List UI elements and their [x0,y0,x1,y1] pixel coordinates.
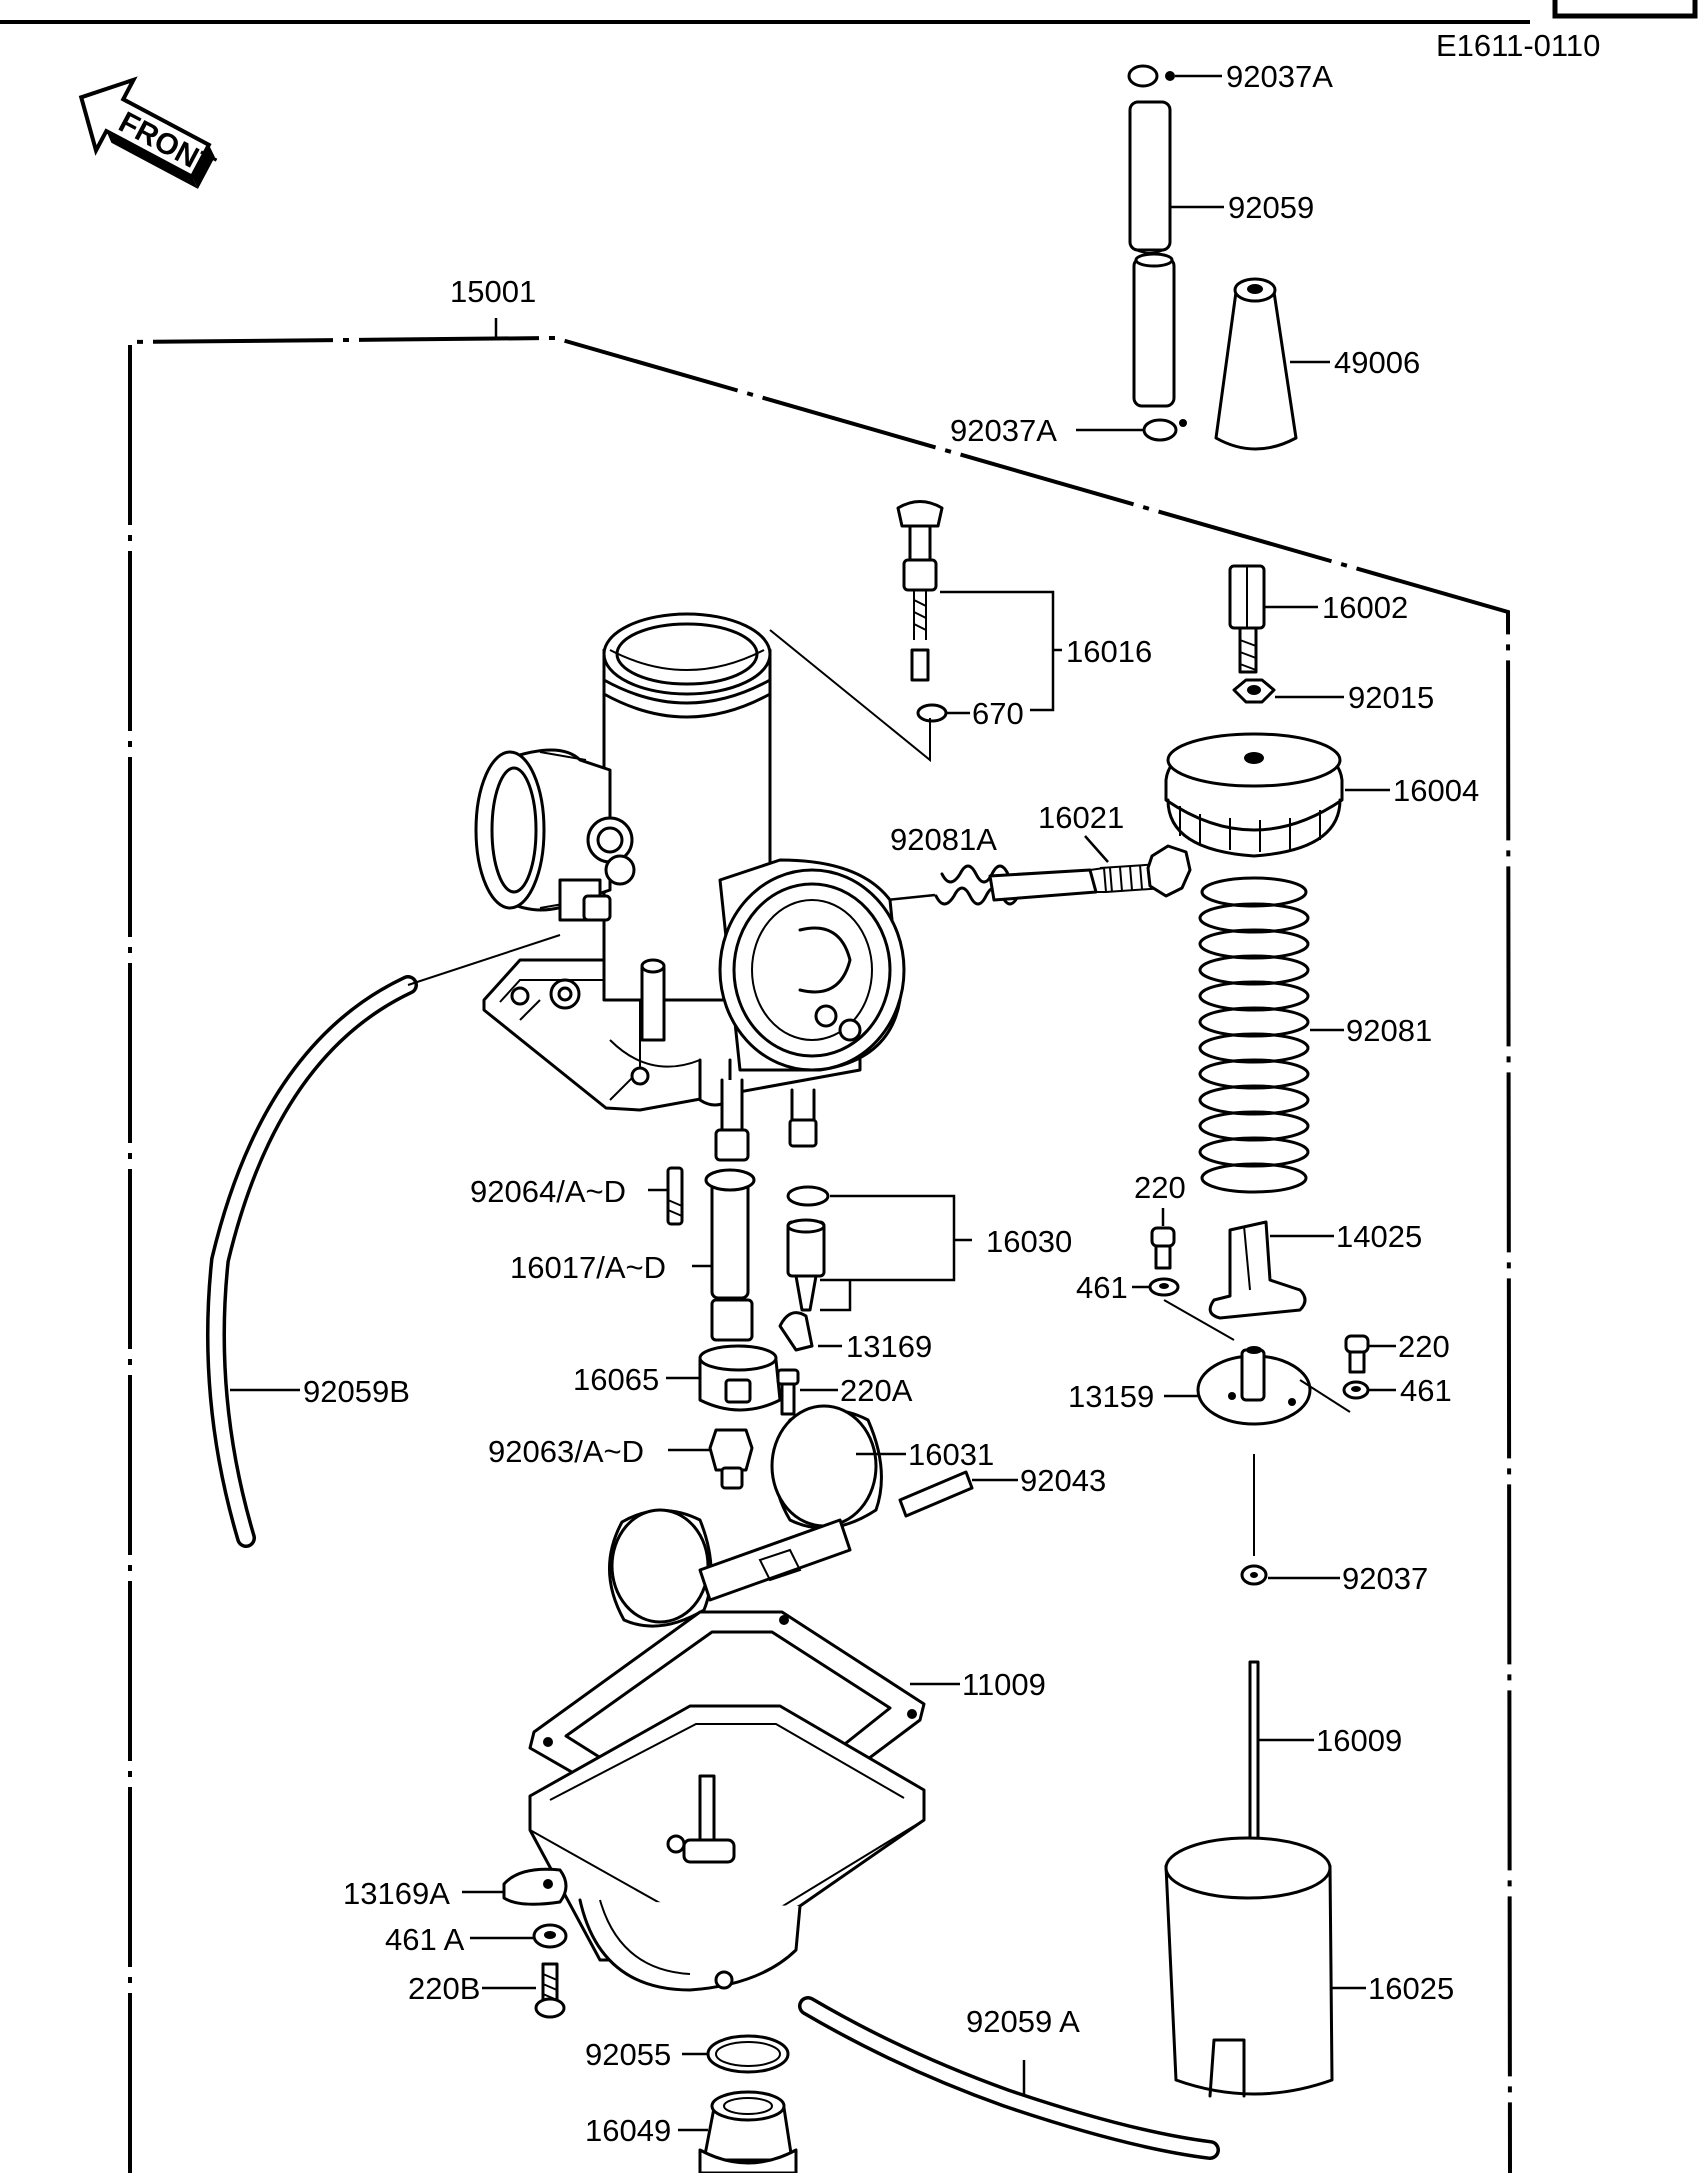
label-92043: 92043 [1020,1463,1106,1498]
label-92037A-bottom: 92037A [950,413,1057,448]
label-92037A-top: 92037A [1226,59,1333,94]
label-461A: 461 A [385,1922,465,1957]
part-92059B-hose: 92059B [206,934,561,1548]
part-220A-screw: 220A [776,1368,913,1416]
label-92081A: 92081A [890,822,997,857]
label-16065: 16065 [573,1362,659,1397]
part-16025-throttle-valve: 16025 [1164,1836,1454,2098]
part-92037-clip: 92037 [1240,1561,1428,1596]
label-92015: 92015 [1348,680,1434,715]
part-461-washer-a: 461 [1076,1270,1180,1305]
part-16031-float: 16031 [608,1404,994,1628]
part-14025-plate: 14025 [1208,1219,1422,1320]
part-92081-spring: 92081 [1198,876,1432,1194]
label-16016: 16016 [1066,634,1152,669]
part-92064-pilot-jet: 92064/A~D [470,1166,684,1226]
label-92059A: 92059 A [966,2004,1080,2039]
label-16009: 16009 [1316,1723,1402,1758]
label-220-a: 220 [1134,1170,1186,1205]
label-220-b: 220 [1398,1329,1450,1364]
label-16049: 16049 [585,2113,671,2148]
label-13169: 13169 [846,1329,932,1364]
label-16017: 16017/A~D [510,1250,666,1285]
label-14025: 14025 [1336,1219,1422,1254]
label-461-a: 461 [1076,1270,1128,1305]
part-220-screw-b: 220 [1344,1329,1450,1374]
section-tab [1552,0,1698,19]
part-16017-needle-jet: 16017/A~D [510,1168,756,1342]
part-92037A-top: 92037A [1127,59,1333,94]
label-16030: 16030 [986,1224,1072,1259]
part-92055-oring: 92055 [585,2034,790,2074]
label-92059B: 92059B [303,1374,410,1409]
label-92081: 92081 [1346,1013,1432,1048]
assembly-frame-15001: 15001 [128,274,1512,2173]
label-92055: 92055 [585,2037,671,2072]
label-13169A: 13169A [343,1876,450,1911]
part-16004-cap: 16004 [1164,732,1479,858]
label-15001: 15001 [450,274,536,309]
part-92059-lower-tube [1132,252,1176,408]
part-92059A-hose: 92059 A [798,1996,1220,2160]
label-220B: 220B [408,1971,480,2006]
part-461-washer-b: 461 [1342,1373,1452,1408]
label-11009: 11009 [962,1667,1046,1702]
part-13159-plate: 13159 [1068,1299,1351,1556]
label-16004: 16004 [1393,773,1479,808]
label-16031: 16031 [908,1437,994,1472]
part-16016-air-screw: 16016 670 [769,500,1152,763]
label-670: 670 [972,696,1024,731]
label-16025: 16025 [1368,1971,1454,2006]
ref-code: E1611-0110 [1436,28,1600,63]
front-arrow-icon: FRONT [78,76,220,189]
label-16021: 16021 [1038,800,1124,835]
label-92037: 92037 [1342,1561,1428,1596]
label-16002: 16002 [1322,590,1408,625]
part-float-bowl [528,1704,926,1992]
part-92059: 92059 [1128,100,1314,254]
label-461-b: 461 [1400,1373,1452,1408]
part-16021-stop-screw: 16021 [988,800,1192,902]
part-92037A-bottom: 92037A [950,413,1187,448]
part-13169A-clip: 13169A [343,1867,568,1911]
part-220-screw-a: 220 [1134,1170,1186,1270]
label-92059: 92059 [1228,190,1314,225]
part-13169-clip: 13169 [778,1311,932,1364]
part-461A-washer: 461 A [385,1922,568,1957]
label-220A: 220A [840,1373,913,1408]
carburetor-body [474,612,906,1162]
part-49006-boot: 49006 [1214,277,1420,451]
part-16002-adjuster: 16002 [1228,564,1408,674]
label-92063: 92063/A~D [488,1434,644,1469]
part-16065-holder: 16065 [573,1344,782,1412]
label-49006: 49006 [1334,345,1420,380]
part-220B-screw: 220B [408,1962,566,2019]
part-92015-nut: 92015 [1232,678,1434,715]
label-13159: 13159 [1068,1379,1154,1414]
label-92064: 92064/A~D [470,1174,626,1209]
part-16049-plug: 16049 [585,2090,798,2173]
part-16030-float-valve: 16030 [786,1185,1072,1312]
page-header: E1611-0110 [0,0,1698,63]
part-92043-pin: 92043 [898,1463,1106,1518]
part-92063-main-jet: 92063/A~D [488,1428,754,1490]
